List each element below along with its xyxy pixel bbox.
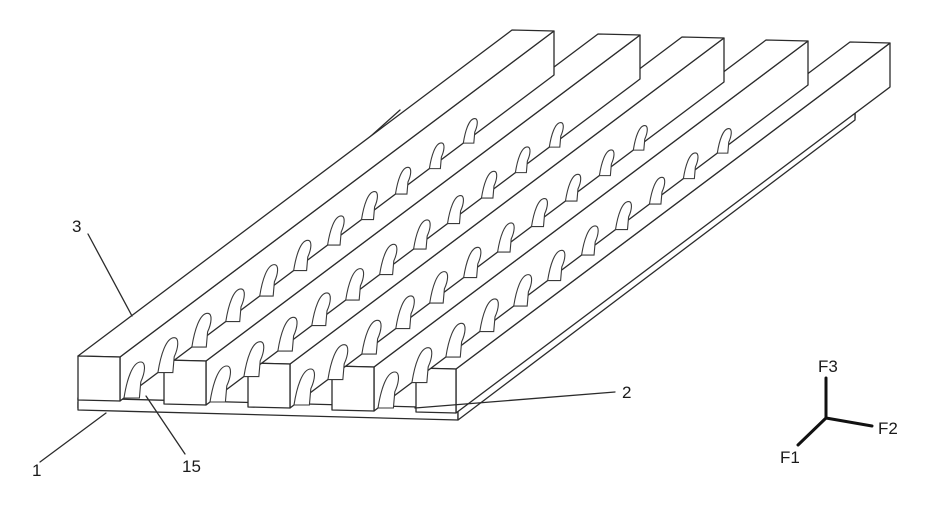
axis-f2-label: F2 (878, 419, 898, 438)
axis-f1-label: F1 (780, 448, 800, 467)
axis-f1-line (798, 418, 826, 445)
axis-f2-line (826, 418, 872, 426)
channel-walls (78, 30, 890, 413)
label-1: 1 (32, 461, 41, 480)
axis-f3-label: F3 (818, 357, 838, 376)
label-15: 15 (182, 457, 201, 476)
label-2: 2 (622, 383, 631, 402)
leader-1 (40, 413, 106, 462)
label-3: 3 (72, 217, 81, 236)
axis-triad: F3 F2 F1 (780, 357, 898, 467)
wall-front-face (78, 356, 120, 401)
leader-3 (88, 234, 132, 316)
